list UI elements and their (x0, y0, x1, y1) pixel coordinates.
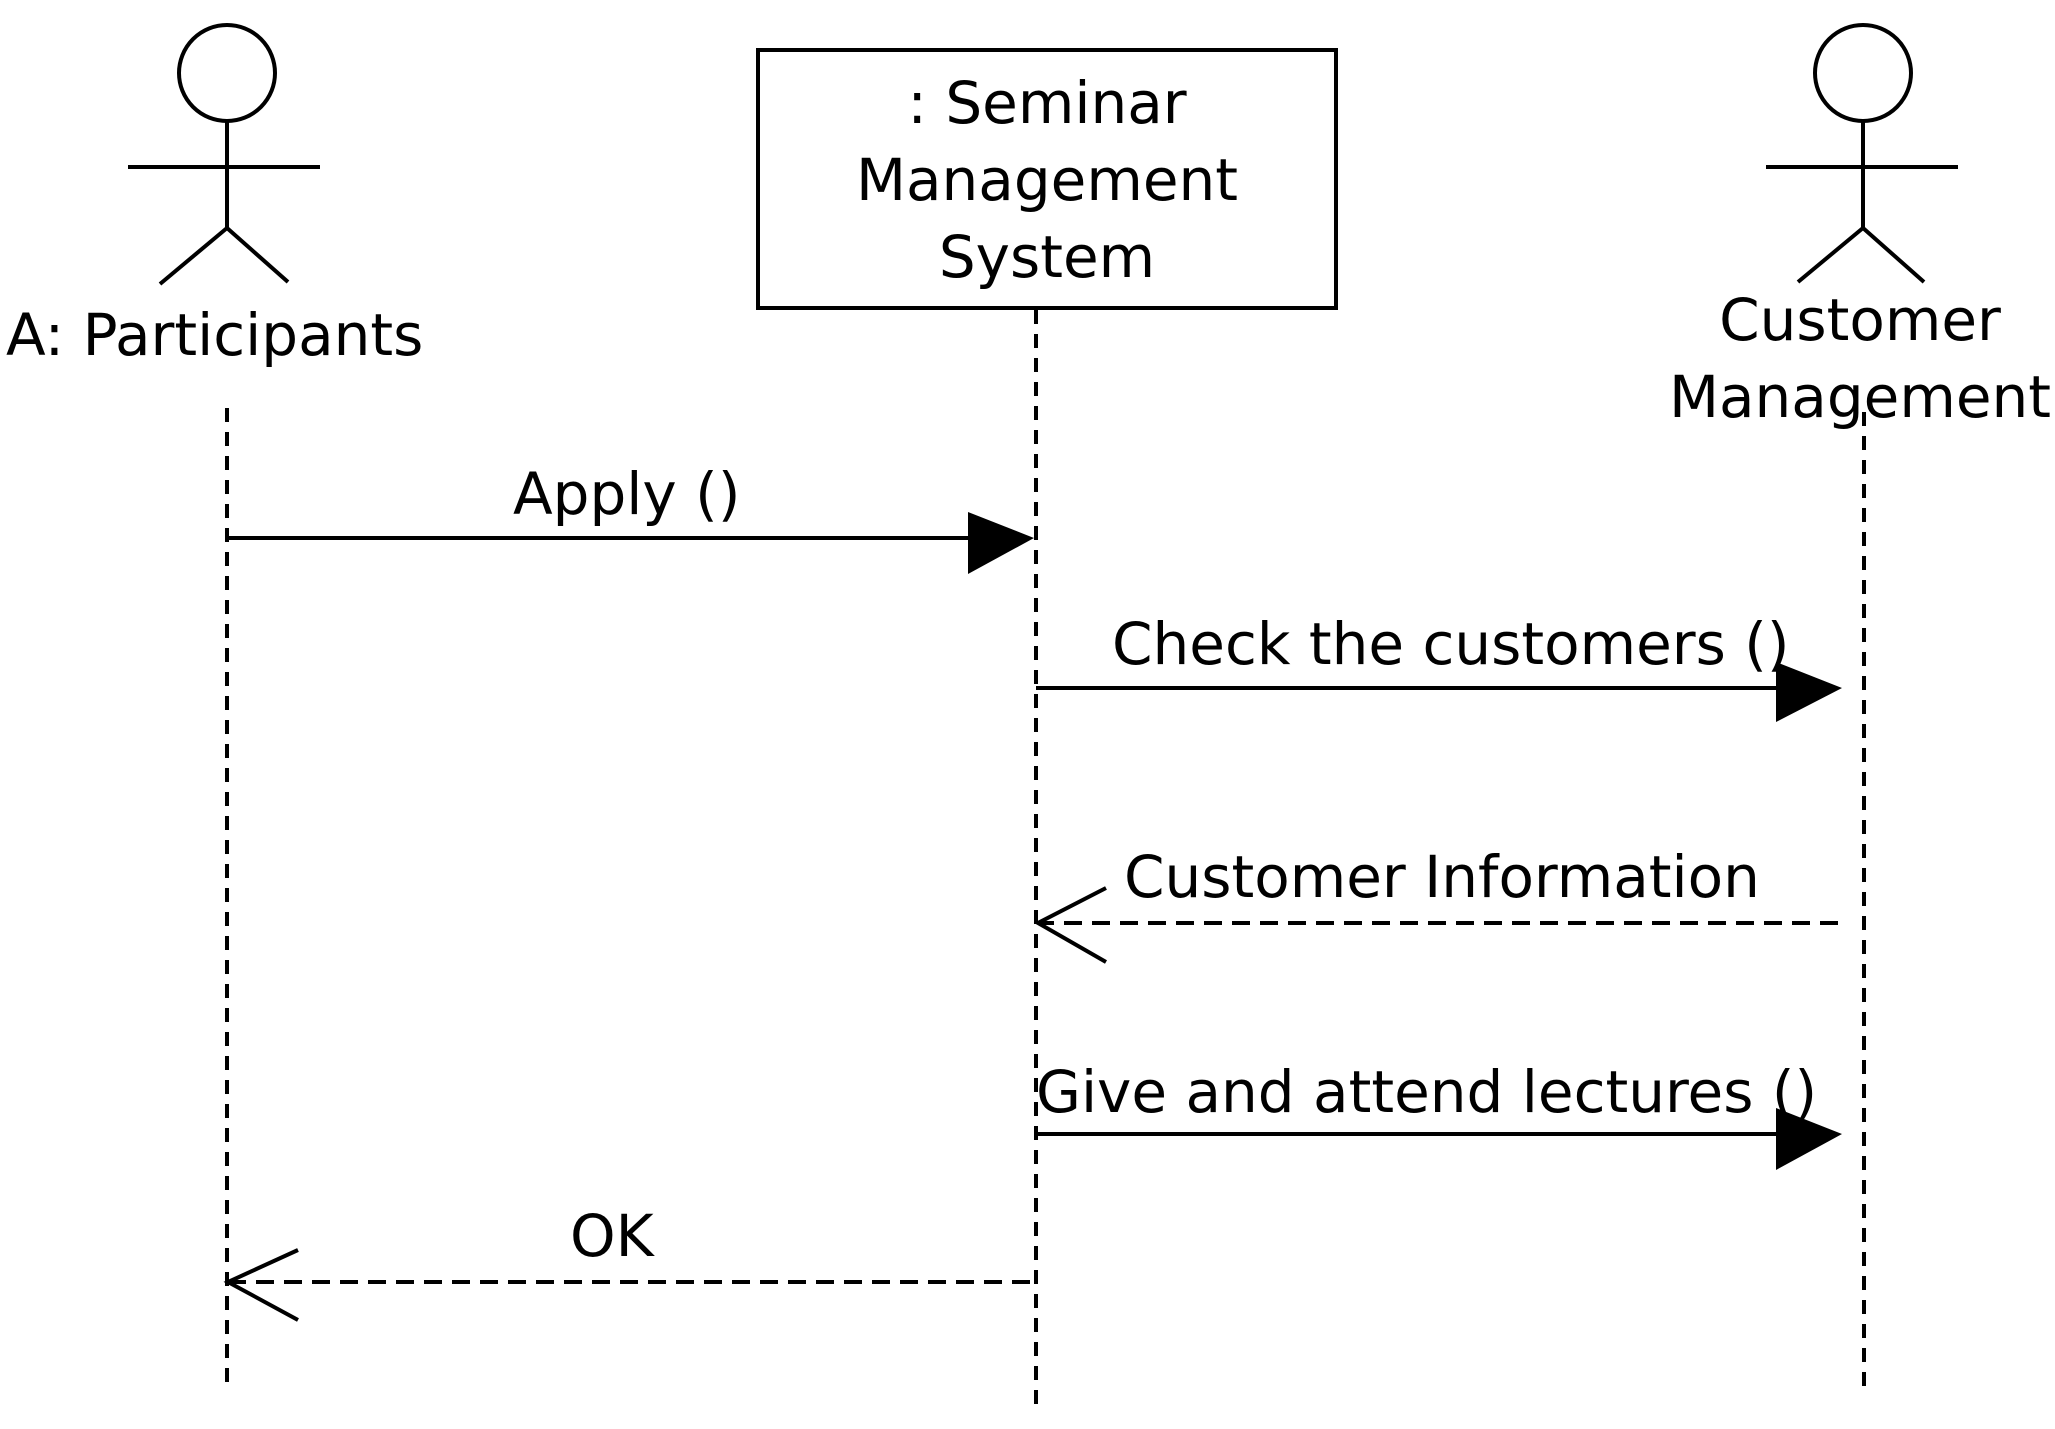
seminar-system-object: : Seminar Management System (756, 48, 1338, 310)
message-give-attend-lectures: Give and attend lectures () (1036, 1058, 1842, 1170)
message-give-attend-lectures-arrowhead (1776, 1108, 1842, 1170)
customer-management-actor: Customer Management (1669, 23, 2051, 431)
message-ok-label: OK (570, 1202, 656, 1270)
message-customer-information-label: Customer Information (1124, 843, 1760, 911)
seminar-system-label-line1: : Seminar (907, 69, 1186, 137)
message-ok: OK (223, 1202, 1030, 1322)
participants-actor-right-leg (225, 226, 290, 284)
seminar-system-box (756, 48, 1338, 310)
seminar-system-label-line2: Management (856, 146, 1238, 214)
participants-actor-head (177, 23, 277, 123)
seminar-system-label-line3: System (939, 223, 1155, 291)
customer-management-label-line1: Customer (1719, 286, 2001, 354)
customer-management-label-line2: Management (1669, 363, 2051, 431)
message-apply: Apply () (227, 460, 1034, 574)
message-check-customers-arrowhead (1776, 662, 1842, 722)
message-check-customers: Check the customers () (1036, 610, 1842, 722)
message-customer-information-arrowhead (1033, 886, 1107, 964)
participants-actor: A: Participants (6, 23, 423, 369)
customer-management-actor-left-leg (1796, 226, 1865, 284)
participants-actor-left-leg (158, 226, 229, 286)
message-apply-arrowhead (968, 512, 1034, 574)
message-ok-arrowhead (223, 1248, 299, 1322)
message-give-attend-lectures-label: Give and attend lectures () (1036, 1058, 1817, 1126)
customer-management-actor-head (1813, 23, 1913, 123)
customer-management-actor-right-leg (1861, 226, 1926, 284)
message-apply-label: Apply () (513, 460, 740, 528)
participants-actor-label: A: Participants (6, 301, 423, 369)
message-customer-information: Customer Information (1033, 843, 1838, 964)
message-check-customers-label: Check the customers () (1112, 610, 1790, 678)
